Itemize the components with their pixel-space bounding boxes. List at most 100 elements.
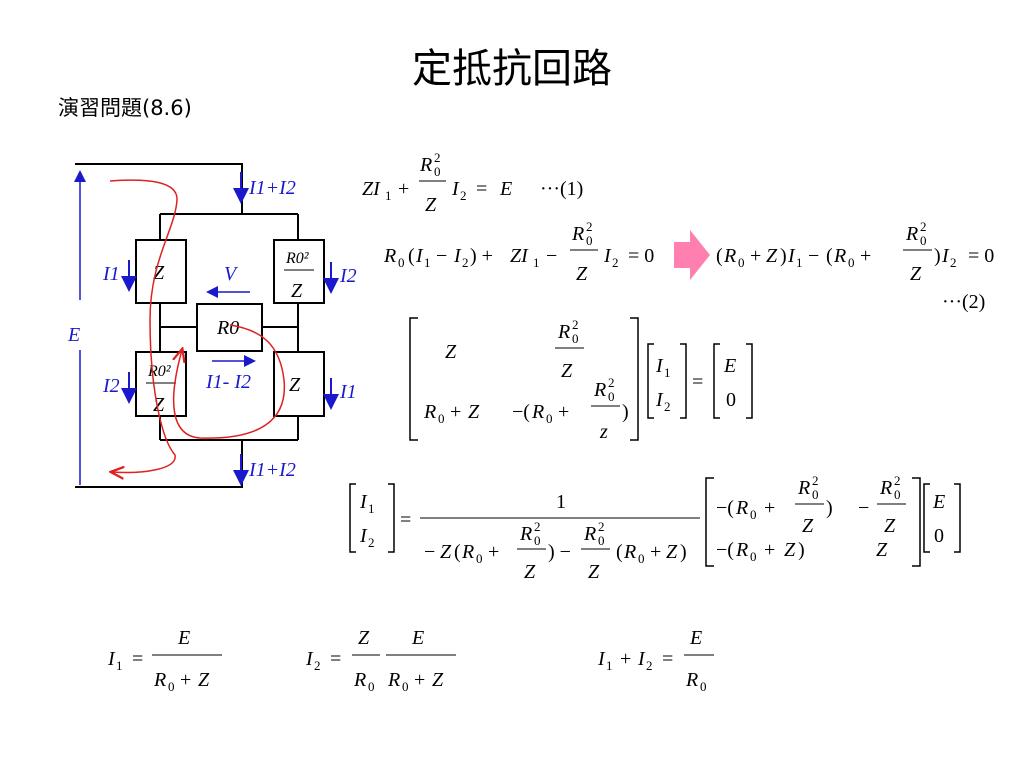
resistor-r0sq-z-bottom-left <box>135 351 187 417</box>
svg-text:Z: Z <box>576 263 588 285</box>
svg-text:) −: ) − <box>548 541 571 563</box>
svg-text:1: 1 <box>368 501 375 516</box>
svg-text:I: I <box>655 355 664 377</box>
source-label: E <box>67 324 80 346</box>
svg-text:Z: Z <box>884 515 896 537</box>
svg-text:+: + <box>764 539 775 561</box>
svg-text:Z: Z <box>425 194 437 216</box>
svg-text:R: R <box>461 541 474 563</box>
svg-text:2: 2 <box>664 399 671 414</box>
svg-text:(: ( <box>454 541 461 563</box>
svg-text:Z: Z <box>440 541 452 563</box>
svg-text:R: R <box>387 669 400 691</box>
svg-text:=: = <box>330 648 341 670</box>
top-current-label: I1+I2 <box>248 177 296 199</box>
svg-text:2: 2 <box>368 535 375 550</box>
svg-text:Z: Z <box>198 669 210 691</box>
svg-text:+: + <box>450 401 461 423</box>
svg-text:E: E <box>177 627 190 649</box>
svg-text:1: 1 <box>385 188 392 203</box>
svg-text:0: 0 <box>546 411 553 426</box>
matrix-row2-denominator: z <box>599 421 608 443</box>
top-wire <box>75 163 243 214</box>
svg-text:): ) <box>680 541 687 563</box>
loop-paths <box>110 179 286 472</box>
svg-text:I: I <box>787 245 796 267</box>
svg-text:R: R <box>797 477 810 499</box>
svg-text:Z: Z <box>358 627 370 649</box>
svg-text:R: R <box>383 245 396 267</box>
svg-text:Z: Z <box>561 360 573 382</box>
svg-text:1: 1 <box>664 365 671 380</box>
svg-text:R0²: R0² <box>285 250 310 267</box>
svg-text:2: 2 <box>812 473 819 488</box>
svg-text:0: 0 <box>398 255 405 270</box>
svg-text:0: 0 <box>586 233 593 248</box>
svg-text:I: I <box>453 245 462 267</box>
svg-text:I: I <box>637 648 646 670</box>
svg-text:R0²: R0² <box>147 363 172 380</box>
svg-text:2: 2 <box>894 473 901 488</box>
svg-text:I: I <box>451 178 460 200</box>
svg-text:R0: R0 <box>216 317 239 339</box>
svg-text:−(: −( <box>716 497 734 519</box>
svg-text:−(: −( <box>716 539 734 561</box>
resistor-r0-bridge <box>196 303 263 352</box>
svg-text:2: 2 <box>586 219 593 234</box>
svg-text:R: R <box>583 523 596 545</box>
svg-text:+: + <box>860 245 871 267</box>
svg-text:0: 0 <box>572 331 579 346</box>
svg-text:0: 0 <box>812 487 819 502</box>
svg-text:+: + <box>558 401 569 423</box>
svg-text:I: I <box>655 389 664 411</box>
svg-text:0: 0 <box>848 255 855 270</box>
svg-text:0: 0 <box>598 533 605 548</box>
svg-text:0: 0 <box>434 164 441 179</box>
svg-text:(: ( <box>408 245 415 267</box>
resistor-r0sq-z-top-right <box>273 239 325 304</box>
svg-text:Z: Z <box>432 669 444 691</box>
eq1-ref: ···(1) <box>540 178 583 200</box>
svg-text:0: 0 <box>638 551 645 566</box>
svg-text:R: R <box>557 321 570 343</box>
svg-text:I: I <box>603 245 612 267</box>
svg-text:R: R <box>153 669 166 691</box>
svg-text:E: E <box>411 627 424 649</box>
svg-text:−: − <box>858 497 869 519</box>
svg-text:E: E <box>932 491 945 513</box>
problem-label: 演習問題(8.6) <box>58 96 192 120</box>
svg-text:−: − <box>546 245 557 267</box>
svg-text:0: 0 <box>750 549 757 564</box>
bottom-current-label: I1+I2 <box>248 459 296 481</box>
svg-text:2: 2 <box>572 317 579 332</box>
svg-text:0: 0 <box>368 679 375 694</box>
svg-text:0: 0 <box>534 533 541 548</box>
svg-text:0: 0 <box>438 411 445 426</box>
svg-text:=: = <box>476 178 487 200</box>
svg-text:R: R <box>685 669 698 691</box>
svg-text:1: 1 <box>796 255 803 270</box>
right-top-current-label: I2 <box>339 265 357 287</box>
svg-text:Z: Z <box>524 561 536 583</box>
svg-text:(: ( <box>716 245 723 267</box>
eq2-ref: ···(2) <box>942 291 985 313</box>
svg-text:−(: −( <box>512 401 530 423</box>
left-bottom-current-label: I2 <box>102 375 120 397</box>
svg-text:0: 0 <box>700 679 707 694</box>
svg-text:=: = <box>692 371 703 393</box>
svg-text:I: I <box>359 491 368 513</box>
svg-text:2: 2 <box>598 519 605 534</box>
svg-text:0: 0 <box>750 507 757 522</box>
svg-text:R: R <box>905 223 918 245</box>
svg-text:Z: Z <box>910 263 922 285</box>
svg-text:Z: Z <box>468 401 480 423</box>
svg-text:Z: Z <box>802 515 814 537</box>
left-top-current-label: I1 <box>102 263 120 285</box>
svg-text:) +: ) + <box>470 245 493 267</box>
svg-text:R: R <box>879 477 892 499</box>
svg-text:1: 1 <box>533 255 540 270</box>
svg-text:R: R <box>735 497 748 519</box>
